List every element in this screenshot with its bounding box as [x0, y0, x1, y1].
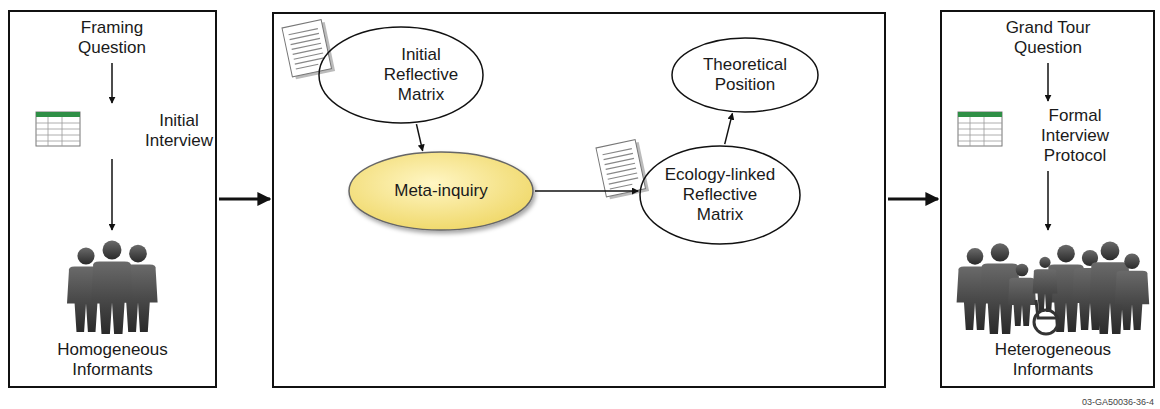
node-text: Meta-inquiry — [366, 181, 516, 201]
process-ellipse: Meta-inquiry — [345, 148, 537, 234]
node-text: Formal Interview Protocol — [1033, 106, 1117, 166]
node-text: Grand Tour Question — [1003, 18, 1093, 58]
step-label: Initial Interview — [28, 105, 216, 157]
node-text: Homogeneous Informants — [48, 340, 178, 380]
flow-arrow — [535, 190, 638, 192]
stage-panel: Grand Tour QuestionFormal Interview Prot… — [940, 10, 1155, 388]
node-text: Initial Reflective Matrix — [377, 45, 465, 105]
stage-panel: Framing QuestionInitial InterviewHomogen… — [8, 10, 217, 388]
spreadsheet-icon — [958, 112, 1002, 146]
spreadsheet-icon — [36, 112, 80, 146]
process-ellipse: Ecology-linked Reflective Matrix — [636, 142, 804, 248]
node-text: Framing Question — [67, 18, 157, 58]
figure-code: 03-GA50036-36-4 — [1082, 397, 1154, 407]
flow-arrow — [888, 198, 938, 201]
step-label: Grand Tour Question — [988, 15, 1108, 61]
flow-arrow — [111, 63, 113, 103]
step-label: Heterogeneous Informants — [958, 232, 1148, 384]
people-silhouettes — [957, 241, 1150, 334]
flow-arrow — [1047, 171, 1049, 230]
flow-arrow — [111, 159, 113, 230]
step-label: Framing Question — [50, 15, 174, 61]
stage-panel: Initial Reflective MatrixMeta-inquiry Eco… — [272, 12, 886, 388]
flow-arrow — [416, 124, 422, 151]
process-ellipse: Initial Reflective Matrix — [315, 23, 487, 127]
node-text: Ecology-linked Reflective Matrix — [658, 165, 782, 225]
flow-arrow — [1047, 63, 1049, 101]
node-text: Heterogeneous Informants — [983, 340, 1123, 380]
flow-arrow — [219, 198, 270, 201]
node-text: Initial Interview — [142, 111, 216, 151]
node-text: Theoretical Position — [690, 55, 800, 95]
step-label: Homogeneous Informants — [40, 232, 185, 384]
flow-arrow — [725, 113, 733, 144]
step-label: Formal Interview Protocol — [950, 103, 1150, 169]
process-ellipse: Theoretical Position — [668, 34, 822, 116]
document-icon — [282, 19, 335, 80]
people-silhouettes — [67, 241, 158, 334]
